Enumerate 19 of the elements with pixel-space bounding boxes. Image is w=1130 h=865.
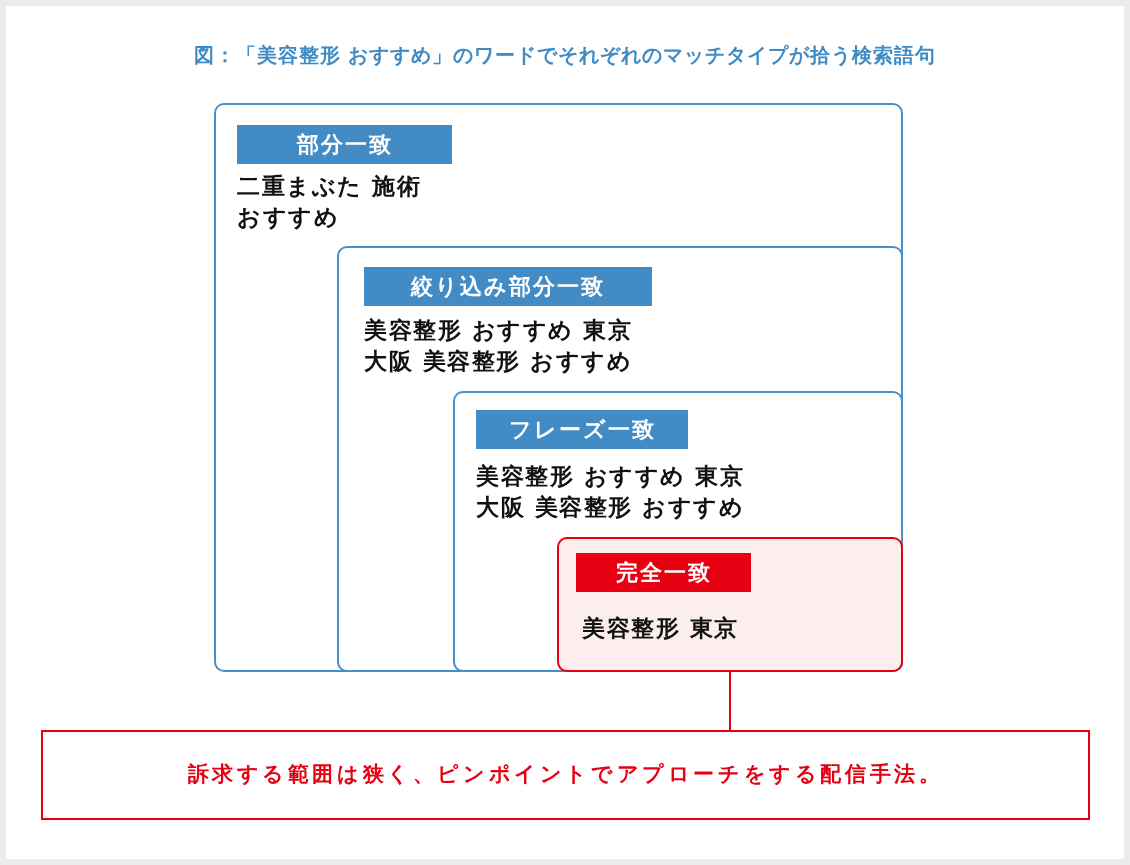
search-phrase: 大阪 美容整形 おすすめ — [476, 492, 744, 522]
match-type-box — [214, 103, 903, 672]
heading-banner: 部分一致 — [237, 125, 452, 164]
heading-banner: 完全一致 — [576, 553, 751, 592]
match-type-box — [557, 537, 903, 672]
match-type-box — [453, 391, 903, 672]
match-type-box — [337, 246, 903, 672]
figure-title: 図：「美容整形 おすすめ」のワードでそれぞれのマッチタイプが拾う検索語句 — [193, 42, 937, 69]
search-phrase: 二重まぶた 施術 — [237, 171, 421, 201]
connector-line — [729, 671, 731, 731]
search-phrase: 美容整形 おすすめ 東京 — [364, 315, 632, 345]
note-text: 訴求する範囲は狭く、ピンポイントでアプローチをする配信手法。 — [187, 761, 944, 788]
search-phrase: 美容整形 おすすめ 東京 — [476, 461, 744, 491]
search-phrase: おすすめ — [237, 202, 339, 232]
search-phrase: 大阪 美容整形 おすすめ — [364, 346, 632, 376]
heading-banner: 絞り込み部分一致 — [364, 267, 652, 306]
search-phrase: 美容整形 東京 — [582, 613, 739, 643]
callout-box — [41, 730, 1090, 820]
heading-banner: フレーズ一致 — [476, 410, 688, 449]
